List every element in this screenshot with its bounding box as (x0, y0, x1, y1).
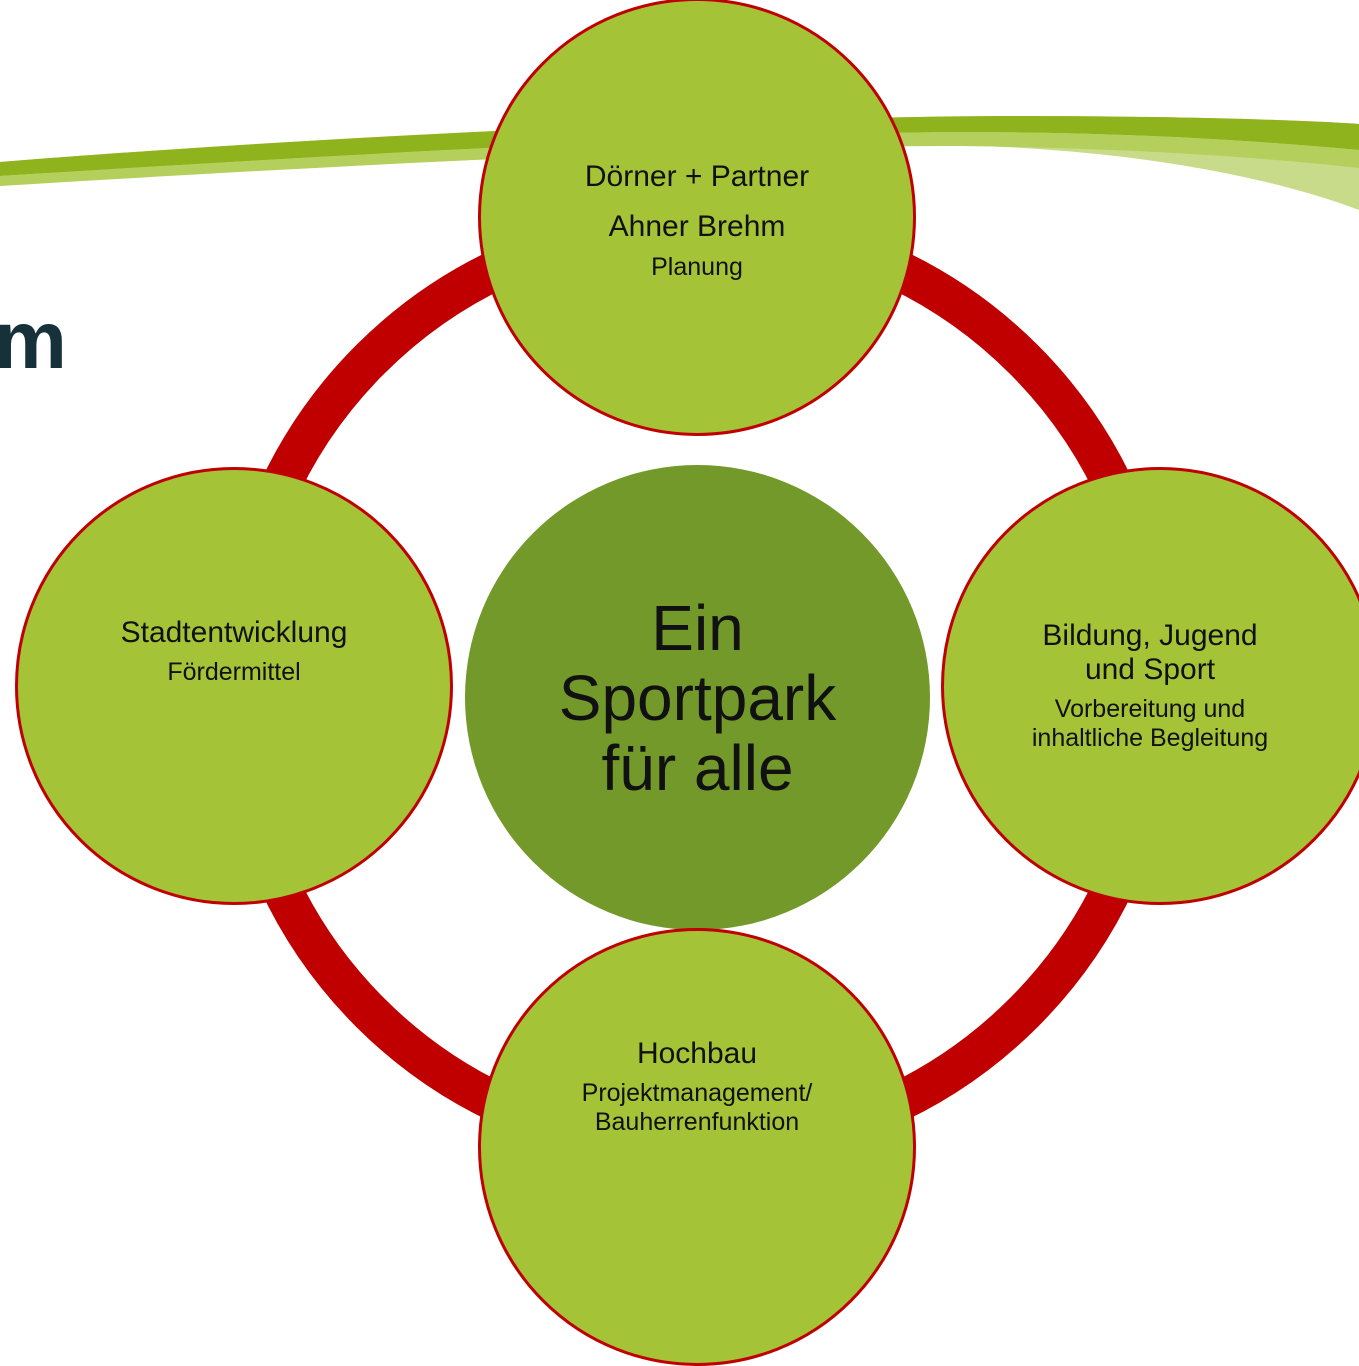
header-swoosh (0, 116, 1359, 210)
node-education: Bildung, Jugend und Sport Vorbereitung u… (941, 467, 1359, 905)
center-circle: Ein Sportpark für alle (465, 465, 930, 930)
node-construction: Hochbau Projektmanagement/ Bauherrenfunk… (478, 928, 916, 1366)
node-construction-title: Hochbau (636, 1037, 758, 1070)
node-planning-subtitle: Planung (651, 253, 743, 281)
node-planning-title: Dörner + Partner Ahner Brehm (584, 160, 810, 243)
page-heading-fragment: m (0, 295, 67, 386)
node-urban-development-subtitle: Fördermittel (167, 657, 301, 686)
node-education-subtitle: Vorbereitung und inhaltliche Begleitung (1031, 695, 1269, 752)
node-planning: Dörner + Partner Ahner Brehm Planung (478, 0, 916, 436)
node-education-title: Bildung, Jugend und Sport (1042, 619, 1258, 686)
node-urban-development-title: Stadtentwicklung (120, 615, 348, 649)
node-construction-subtitle: Projektmanagement/ Bauherrenfunktion (581, 1079, 813, 1136)
center-title: Ein Sportpark für alle (558, 591, 837, 804)
node-urban-development: Stadtentwicklung Fördermittel (15, 467, 453, 905)
